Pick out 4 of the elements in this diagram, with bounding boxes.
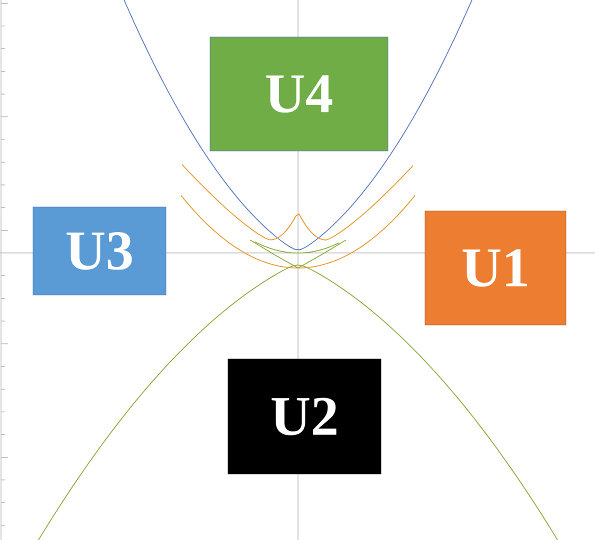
region-label: U4 — [210, 36, 388, 152]
region-label: U2 — [228, 358, 382, 474]
region-label: U1 — [424, 210, 566, 326]
region-label: U3 — [32, 206, 166, 296]
